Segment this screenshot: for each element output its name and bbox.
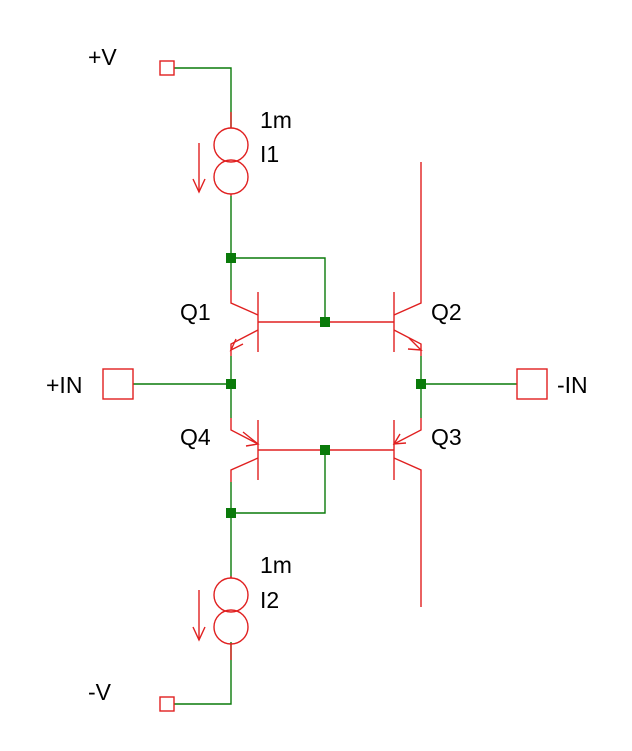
label-i2-name: I2 [260,587,279,613]
junctions [226,253,426,518]
port-vplus[interactable] [159,60,175,76]
wires [133,67,517,705]
wire-vplus [174,67,232,128]
wire-upper-link [231,257,326,322]
junction-dot [226,379,236,389]
transistor-q1[interactable] [229,290,325,356]
labels: +V 1m I1 Q1 Q2 +IN -IN Q4 Q3 1m I2 -V [46,44,588,705]
label-i1-name: I1 [260,141,279,167]
i2-circle-bottom [213,609,249,645]
label-i2-value: 1m [260,552,292,578]
transistor-q4[interactable] [230,418,325,482]
wire-inminus [420,356,517,418]
q3-emitter-arrow-icon [392,433,407,445]
i2-arrow-icon [192,590,206,642]
q3-collector [393,457,422,607]
label-q3: Q3 [431,424,462,450]
wire-vminus [174,642,232,705]
junction-dot [226,253,236,263]
junction-dot [416,379,426,389]
wire-inplus [133,356,232,385]
label-vminus: -V [88,679,112,705]
current-source-i2[interactable] [192,576,249,660]
q3-emitter [393,418,422,445]
current-source-i1[interactable] [192,112,249,196]
components [102,60,548,712]
i1-arrow-icon [192,143,206,194]
junction-dot [320,445,330,455]
label-q4: Q4 [180,424,211,450]
port-in-plus[interactable] [102,368,134,400]
label-in-plus: +IN [46,372,82,398]
junction-dot [226,508,236,518]
q1-emitter-arrow-icon [229,338,244,352]
wire-lower-link [231,450,326,514]
i1-circle-top [213,127,249,163]
q4-emitter [230,418,259,445]
label-q1: Q1 [180,299,211,325]
label-vplus: +V [88,44,117,70]
transistor-q2[interactable] [325,162,423,356]
label-i1-value: 1m [260,107,292,133]
label-in-minus: -IN [557,372,588,398]
q2-emitter [393,329,422,356]
q2-emitter-arrow-icon [407,337,423,351]
q1-emitter [230,329,259,356]
port-in-minus[interactable] [516,368,548,400]
transistor-q3[interactable] [325,418,422,607]
i2-circle-top [213,577,249,613]
junction-dot [320,317,330,327]
q2-collector [393,292,422,316]
label-q2: Q2 [431,299,462,325]
i1-circle-bottom [213,159,249,195]
q4-collector [230,457,259,482]
q4-emitter-arrow-icon [242,431,260,447]
q1-collector [230,290,259,316]
port-vminus[interactable] [159,696,175,712]
